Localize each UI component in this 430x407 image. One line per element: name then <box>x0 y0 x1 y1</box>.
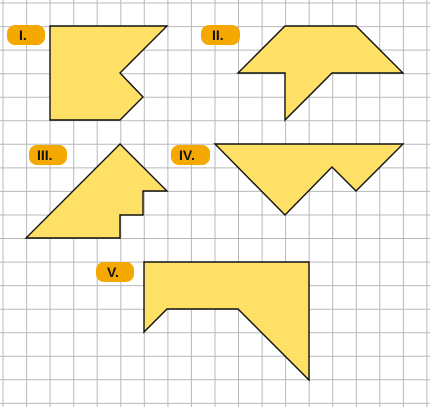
shape-3-label: III. <box>37 147 53 163</box>
shape-1-polygon <box>49 25 169 121</box>
shape-2-label: II. <box>212 27 224 43</box>
shape-5-label: V. <box>107 264 119 280</box>
shape-5-polygon <box>143 261 310 382</box>
shape-5-badge <box>96 262 134 282</box>
shape-2-polygon <box>236 25 405 122</box>
shape-4-polygon <box>213 143 405 216</box>
shape-4-label: IV. <box>179 147 195 163</box>
shape-3-badge <box>29 145 67 165</box>
shape-4-badge <box>171 145 210 165</box>
shape-1-label: I. <box>19 27 27 43</box>
shape-1-badge <box>7 25 45 45</box>
shape-3-polygon <box>24 143 169 239</box>
shape-2-badge <box>201 25 240 45</box>
